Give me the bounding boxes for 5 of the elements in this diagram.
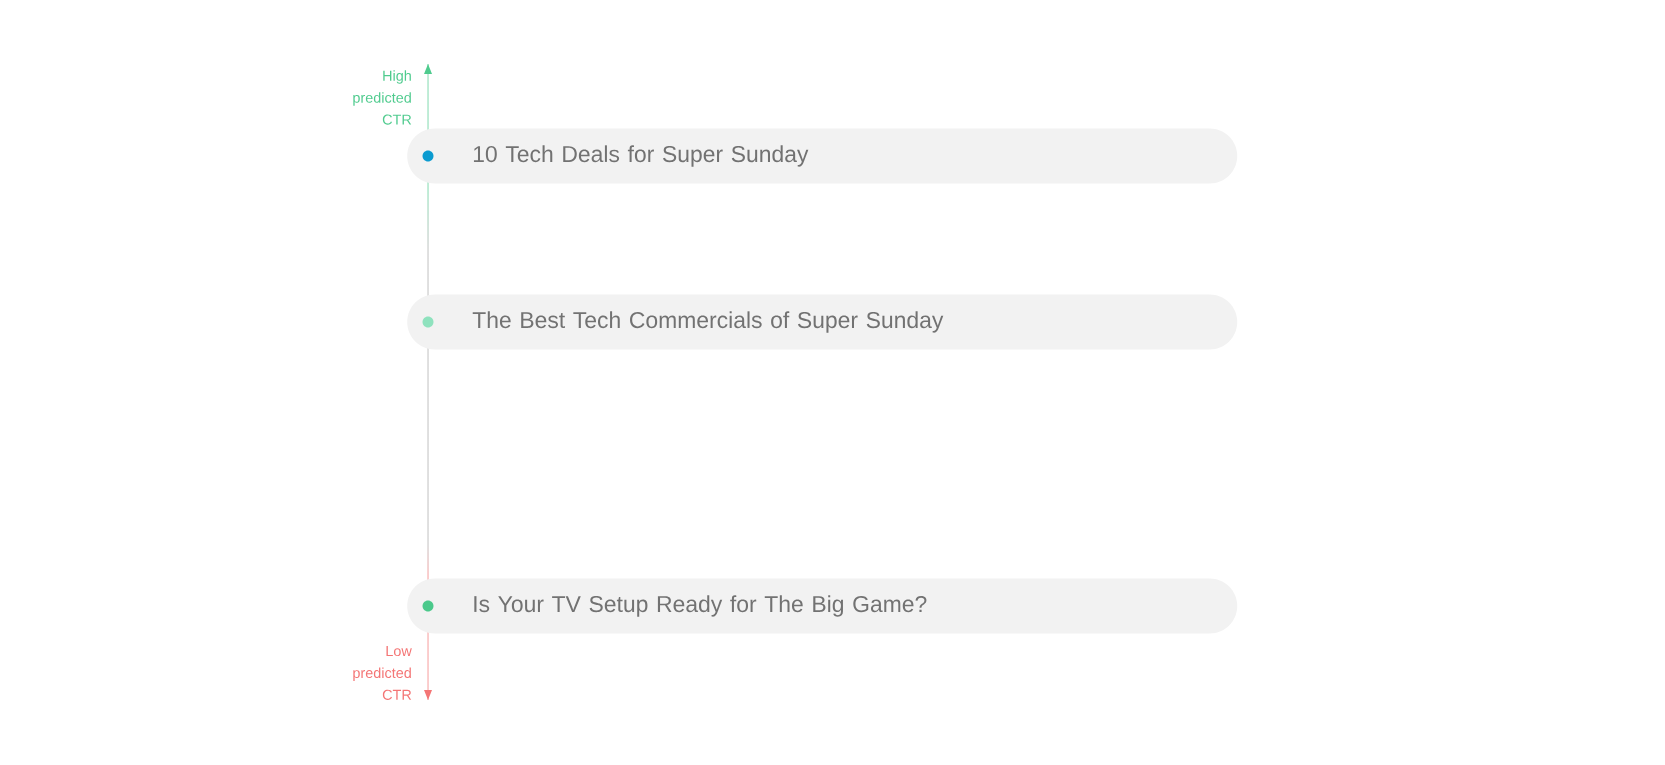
axis-label: High predicted CTR [353, 70, 412, 125]
headline-pill: 10 Tech Deals for Super Sunday [407, 128, 1238, 184]
headline-pill: Is Your TV Setup Ready for The Big Game? [407, 578, 1238, 634]
headline-pill: The Best Tech Commercials of Super Sunday [407, 294, 1238, 350]
axis-label: Low predicted CTR [353, 646, 412, 700]
